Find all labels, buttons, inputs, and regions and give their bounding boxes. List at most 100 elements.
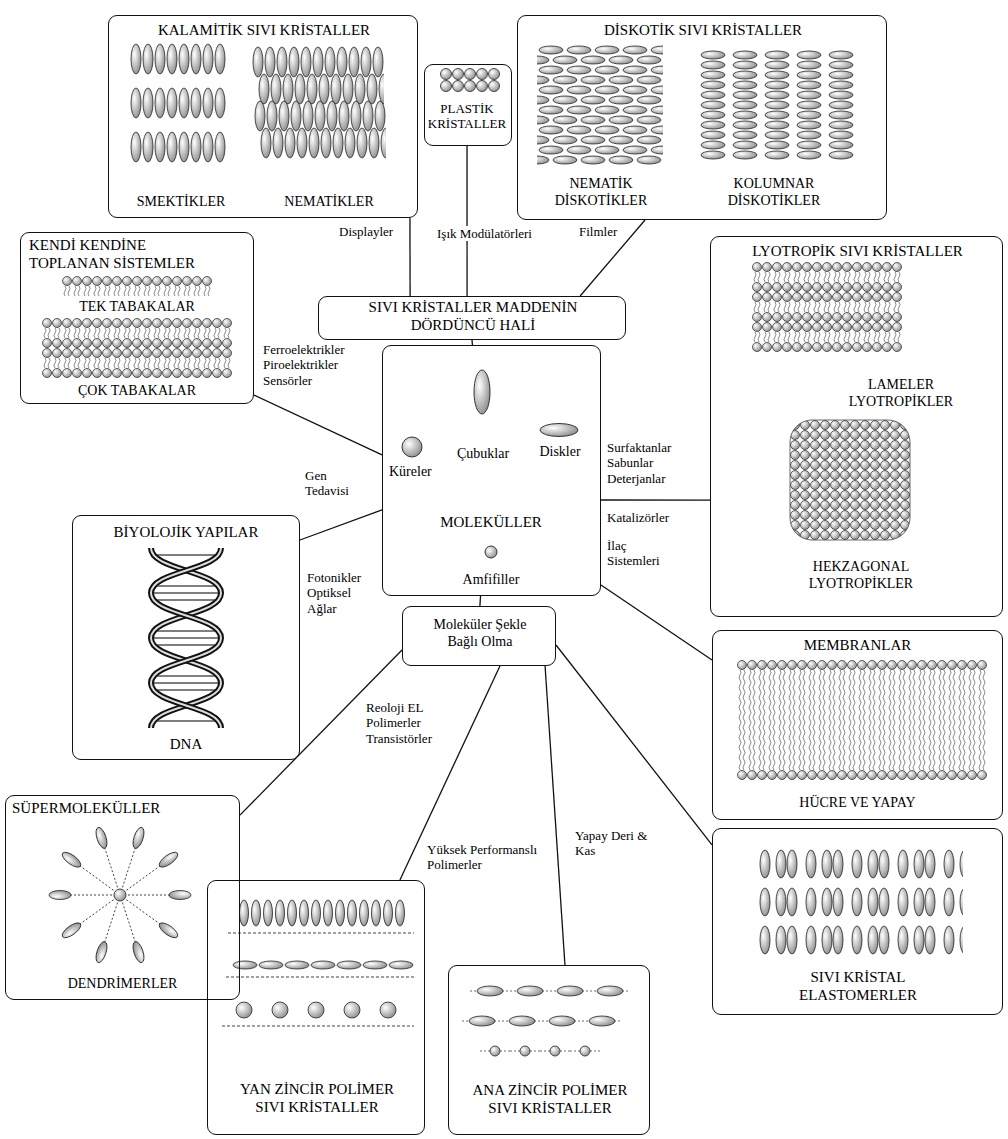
text-slot: KOLUMNAR DİSKOTİKLER <box>709 176 839 209</box>
box-heading: MOLEKÜLLER <box>386 514 596 532</box>
box-heading: MEMBRANLAR <box>716 637 999 655</box>
smectic-layers <box>130 42 226 76</box>
lamellar-phase <box>752 302 902 312</box>
lamellar-phase <box>752 272 902 282</box>
dendrimer <box>157 850 180 870</box>
dna-helix <box>151 548 221 728</box>
dna-helix <box>156 720 216 722</box>
box-label: Diskler <box>523 444 597 461</box>
dna-helix <box>153 592 219 594</box>
category-box: LYOTROPİK SIVI KRİSTALLERLAMELER LYOTROP… <box>710 236 1003 617</box>
box-heading: DİSKOTİK SIVI KRİSTALLER <box>523 22 883 40</box>
label-slot: Ferroelektrikler Piroelektrikler Sensörl… <box>262 342 362 389</box>
text-slot: SIVI KRİSTAL ELASTOMERLER <box>768 969 948 1004</box>
connector-line <box>545 666 565 965</box>
box-heading: BİYOLOJİK YAPILAR <box>76 524 296 542</box>
lamellar-phase <box>752 312 902 322</box>
smectic-layers <box>130 130 226 164</box>
dendrimer <box>169 891 191 900</box>
connector-line <box>601 585 712 660</box>
dendrimer <box>60 920 83 940</box>
molecule-icons <box>474 370 490 414</box>
label-slot: Fotonikler Optiksel Ağlar <box>306 570 376 617</box>
box-heading: SÜPERMOLEKÜLLER <box>12 800 212 818</box>
text-slot: SMEKTİKLER <box>123 194 239 211</box>
hexagonal-phase <box>790 420 910 540</box>
connector-label: Displayler <box>338 224 394 239</box>
monolayer <box>62 276 212 296</box>
main-chain-polymer <box>470 985 630 997</box>
main-chain-polymer <box>462 1015 622 1027</box>
text-slot: KALAMİTİK SIVI KRİSTALLER <box>114 22 414 40</box>
dendrimer <box>49 826 191 964</box>
box-heading: SIVI KRİSTALLER MADDENİN DÖRDÜNCÜ HALİ <box>358 299 588 334</box>
main-chain-polymer <box>480 1045 600 1057</box>
multilayer <box>42 368 232 378</box>
columnar-discs <box>828 50 854 160</box>
side-chain-polymer <box>226 977 414 978</box>
dna-helix <box>156 675 216 677</box>
connector-label: Ferroelektrikler Piroelektrikler Sensörl… <box>262 342 362 388</box>
label-slot: Katalizörler <box>606 508 696 526</box>
title-box: SIVI KRİSTALLER MADDENİN DÖRDÜNCÜ HALİ <box>318 296 626 340</box>
side-chain-polymer <box>226 1000 406 1020</box>
nematic-rods <box>260 126 386 160</box>
elastomer-network <box>756 845 963 959</box>
connector-line <box>466 146 467 296</box>
columnar-discs <box>700 50 854 160</box>
connector-label: Yüksek Performanslı Polimerler <box>426 842 551 873</box>
box-label: Moleküler Şekle Bağlı Olma <box>425 617 535 650</box>
box-label: KOLUMNAR DİSKOTİKLER <box>709 176 839 209</box>
smectic-layers <box>130 130 226 164</box>
dendrimer <box>94 826 109 850</box>
side-chain-polymer <box>238 898 406 928</box>
lamellar-phase <box>752 262 902 272</box>
dna-helix <box>151 548 221 728</box>
nematic-discs <box>537 45 663 165</box>
dendrimer <box>114 889 126 901</box>
smectic-layers <box>130 86 226 120</box>
label-slot: Displayler <box>338 222 402 240</box>
connector-line <box>556 645 712 845</box>
text-slot: MOLEKÜLLER <box>386 514 596 532</box>
plastic-spheres <box>440 68 500 92</box>
box-label: SMEKTİKLER <box>123 194 239 211</box>
category-box: DİSKOTİK SIVI KRİSTALLER NEMATİK DİSKOTİK… <box>517 15 887 220</box>
main-chain-polymer <box>470 985 630 997</box>
box-label: PLASTİK KRİSTALLER <box>427 101 507 132</box>
text-slot: Moleküler Şekle Bağlı Olma <box>425 617 535 650</box>
lamellar-phase <box>752 292 902 302</box>
molecule-icons <box>402 437 422 457</box>
category-box: MEMBRANLAR HÜCRE VE YAPAY <box>712 630 1003 820</box>
lamellar-phase <box>752 262 902 352</box>
box-label: Küreler <box>389 464 445 481</box>
text-slot: SIVI KRİSTALLER MADDENİN DÖRDÜNCÜ HALİ <box>358 299 588 334</box>
text-slot: ANA ZİNCİR POLİMER SIVI KRİSTALLER <box>465 1082 635 1117</box>
dna-helix <box>156 585 216 587</box>
text-slot: KENDİ KENDİNE TOPLANAN SİSTEMLER <box>29 237 224 272</box>
text-slot: Küreler <box>389 464 445 481</box>
box-heading: DNA <box>76 736 296 754</box>
box-label: HEKZAGONAL LYOTROPİKLER <box>761 559 961 592</box>
side-chain-polymer <box>238 898 406 928</box>
box-label: HÜCRE VE YAPAY <box>716 795 999 812</box>
columnar-discs <box>700 50 726 160</box>
category-box: SÜPERMOLEKÜLLERDENDRİMERLER <box>5 795 240 1000</box>
main-chain-polymer <box>480 1045 600 1057</box>
note-label: Katalizörler <box>606 510 670 525</box>
text-slot: Amfifiller <box>386 572 596 589</box>
lamellar-phase <box>752 322 902 332</box>
box-label: Çubuklar <box>445 446 521 463</box>
text-slot: Çubuklar <box>445 446 521 463</box>
multilayer <box>42 348 232 358</box>
text-slot: SÜPERMOLEKÜLLER <box>12 800 212 818</box>
box-heading: LYOTROPİK SIVI KRİSTALLER <box>716 243 999 261</box>
category-box: BİYOLOJİK YAPILAR DNA <box>72 515 300 760</box>
dna-helix <box>151 548 221 728</box>
connector-line <box>409 218 410 296</box>
columnar-discs <box>700 50 726 160</box>
connector-label: Surfaktanlar Sabunlar Deterjanlar <box>606 440 706 486</box>
smectic-layers <box>130 86 226 120</box>
text-slot: NEMATİK DİSKOTİKLER <box>536 176 666 209</box>
dendrimer <box>49 891 71 900</box>
